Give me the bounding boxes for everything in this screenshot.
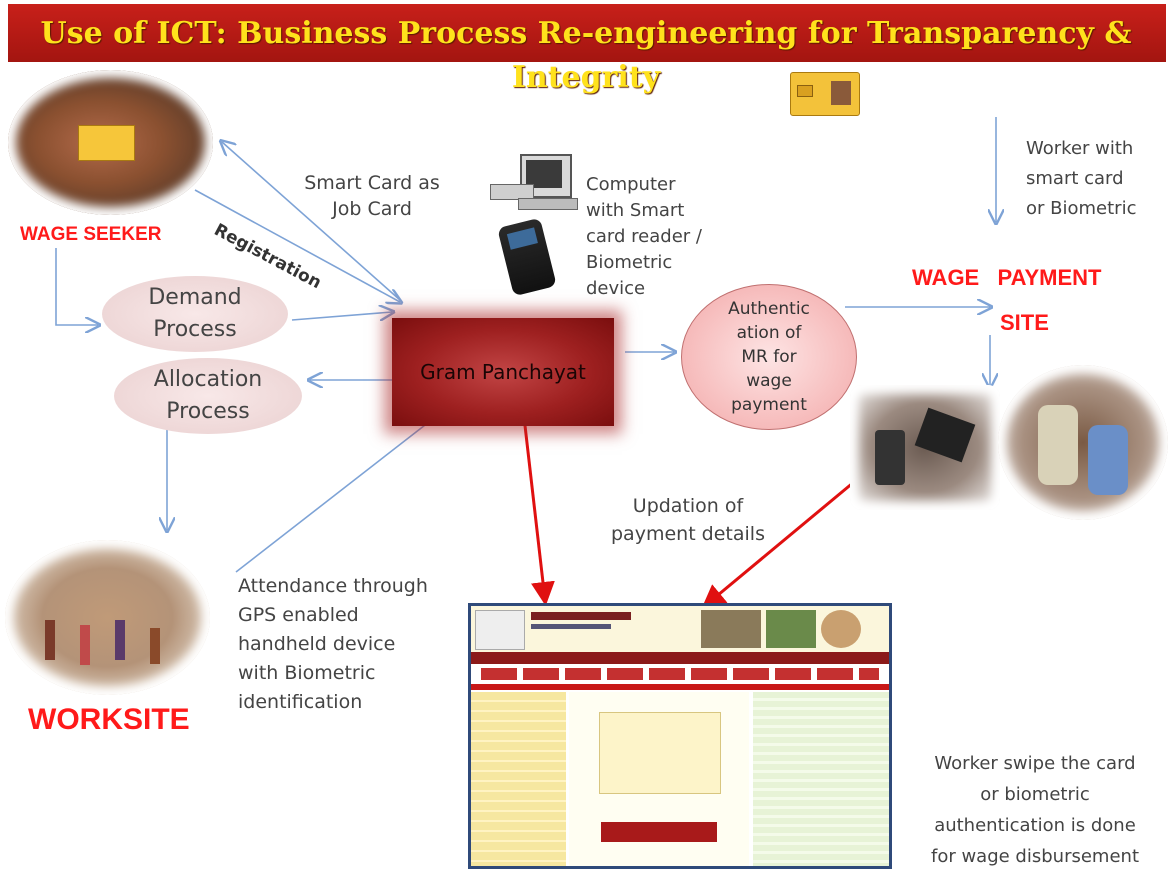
annotation-line: Updation of xyxy=(632,495,744,517)
title-banner xyxy=(8,4,1166,62)
allocation-line: Process xyxy=(166,399,250,424)
wage-seeker-label: WAGE SEEKER xyxy=(20,224,162,245)
website-ticker xyxy=(471,684,889,690)
gram-panchayat-label: Gram Panchayat xyxy=(420,360,586,384)
page-title-text: Use of ICT: Business Process Re-engineer… xyxy=(40,16,1132,95)
annotation-line: Worker swipe the card xyxy=(934,753,1136,774)
auth-line: wage xyxy=(746,371,792,391)
allocation-line: Allocation xyxy=(153,367,263,392)
website-buttons xyxy=(481,668,879,680)
annotation-line: for wage disbursement xyxy=(930,846,1139,867)
demand-process: Demand Process xyxy=(102,276,288,352)
attendance-annotation: Attendance through GPS enabled handheld … xyxy=(238,572,458,717)
worker-card-annotation: Worker with smart card or Biometric xyxy=(1026,134,1166,224)
worksite-photo xyxy=(5,540,210,695)
website-header xyxy=(471,606,889,652)
annotation-line: or Biometric xyxy=(1026,198,1137,219)
auth-line: Authentic xyxy=(728,299,810,319)
worksite-label: WORKSITE xyxy=(28,703,190,736)
updation-annotation: Updation of payment details xyxy=(598,492,778,548)
computer-annotation: Computer with Smart card reader / Biomet… xyxy=(586,172,716,302)
annotation-line: card reader / xyxy=(586,226,702,247)
auth-line: payment xyxy=(731,395,807,415)
auth-line: MR for xyxy=(741,347,797,367)
swipe-annotation: Worker swipe the card or biometric authe… xyxy=(900,748,1170,872)
annotation-line: Computer xyxy=(586,174,676,195)
annotation-line: with Biometric xyxy=(238,662,376,684)
annotation-line: identification xyxy=(238,691,363,713)
annotation-line: GPS enabled xyxy=(238,604,359,626)
annotation-line: payment details xyxy=(611,523,765,545)
annotation-line: Biometric xyxy=(586,252,673,273)
nrega-website-screenshot xyxy=(468,603,892,869)
smart-card-icon xyxy=(790,72,860,116)
annotation-line: with Smart xyxy=(586,200,685,221)
annotation-line: handheld device xyxy=(238,633,396,655)
annotation-line: Worker with xyxy=(1026,138,1134,159)
annotation-line: device xyxy=(586,278,646,299)
arrow-to-wage-seeker xyxy=(222,142,401,301)
annotation-line: Job Card xyxy=(332,198,412,220)
job-card-icon xyxy=(78,125,135,161)
website-right-panel xyxy=(753,692,889,866)
allocation-process: Allocation Process xyxy=(114,358,302,434)
wage-payment-site-label: SITE xyxy=(1000,310,1049,335)
demand-line: Process xyxy=(153,317,237,342)
arrow-to-demand xyxy=(55,248,98,325)
page-title: Use of ICT: Business Process Re-engineer… xyxy=(0,12,1172,100)
annotation-line: Attendance through xyxy=(238,575,428,597)
wage-payment-photo xyxy=(998,365,1168,520)
computer-icon xyxy=(490,150,580,212)
annotation-line: Smart Card as xyxy=(304,172,440,194)
smart-card-annotation: Smart Card as Job Card xyxy=(292,170,452,222)
website-nav xyxy=(471,652,889,664)
arrow-payment-to-website xyxy=(701,480,855,609)
card-swipe-photo xyxy=(850,385,1000,510)
arrow-demand-to-gp xyxy=(291,312,392,320)
website-main xyxy=(569,692,749,866)
demand-line: Demand xyxy=(148,285,242,310)
wage-payment-label: WAGE PAYMENT xyxy=(912,265,1102,290)
annotation-line: or biometric xyxy=(980,784,1090,805)
authentication-node: Authentic ation of MR for wage payment xyxy=(681,284,857,430)
website-sidebar xyxy=(471,692,566,866)
arrow-registration xyxy=(194,189,400,302)
wage-seeker-photo xyxy=(8,70,213,215)
gram-panchayat-node: Gram Panchayat xyxy=(392,318,614,426)
annotation-line: smart card xyxy=(1026,168,1124,189)
auth-line: ation of xyxy=(736,323,802,343)
annotation-line: authentication is done xyxy=(934,815,1136,836)
